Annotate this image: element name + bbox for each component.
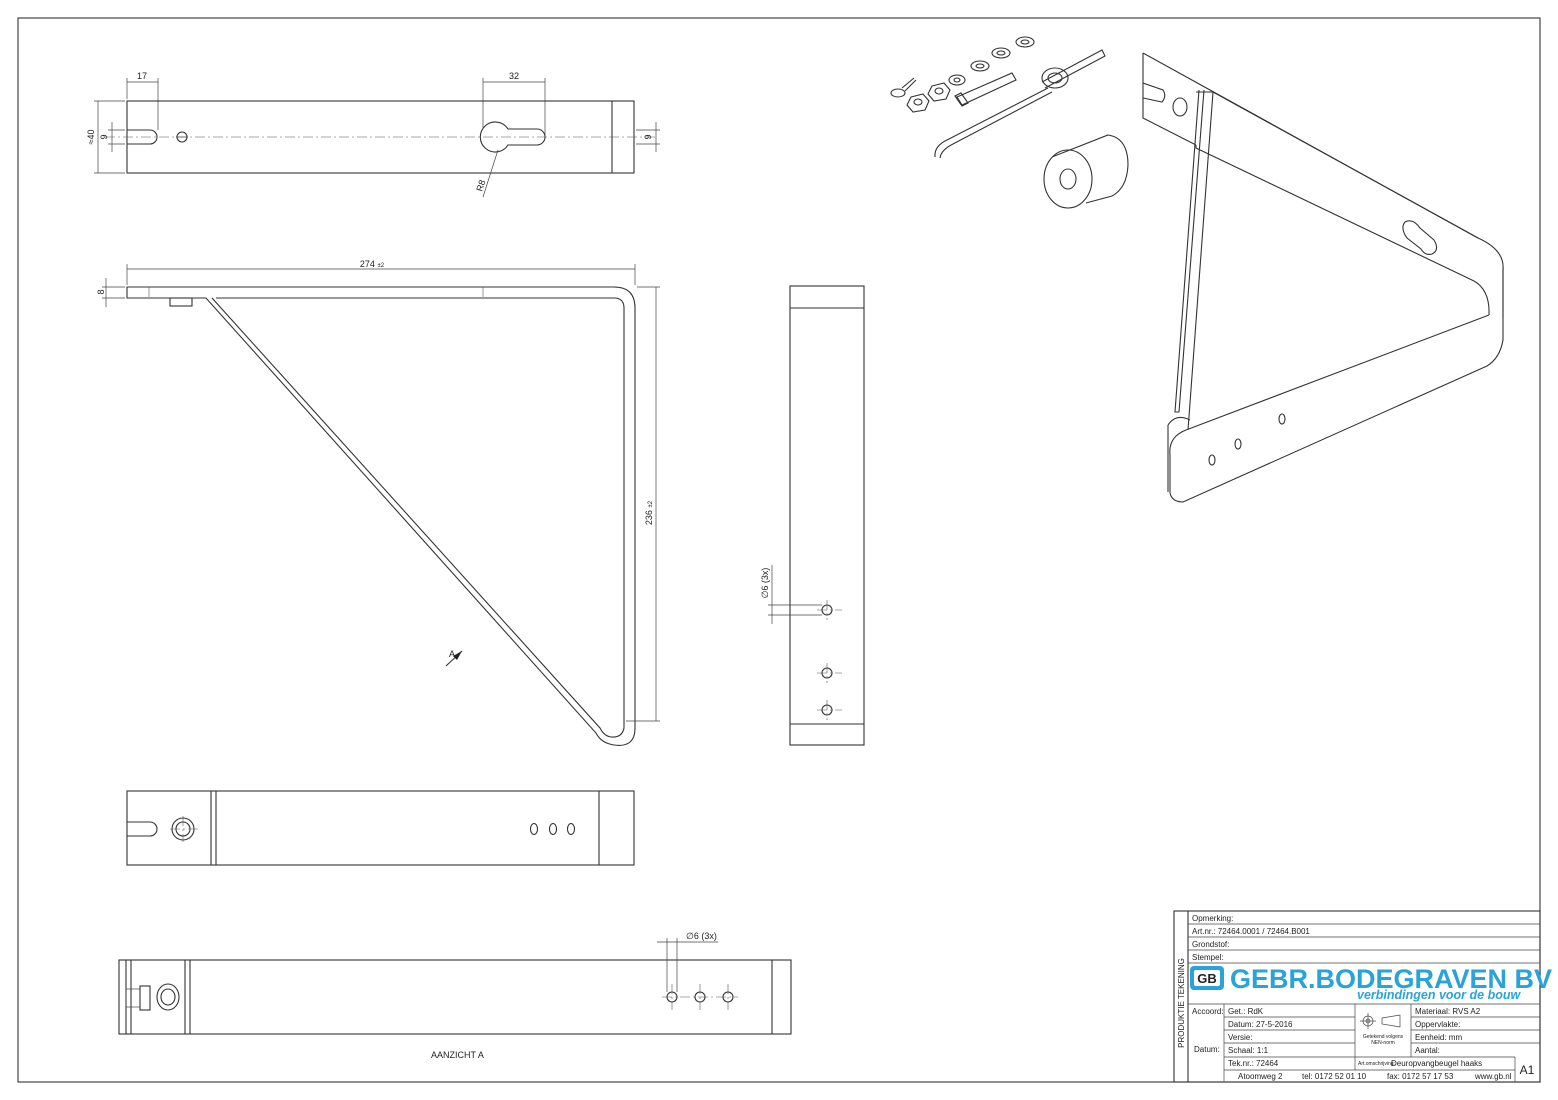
tb-aantal: Aantal:	[1415, 1046, 1440, 1055]
projection-symbol	[1360, 1013, 1401, 1029]
aanzicht-a-outline	[118, 959, 792, 1035]
tb-norm-1: Getekend volgens	[1363, 1034, 1404, 1040]
iso-nut	[1172, 97, 1188, 117]
bottom-hole-2	[548, 822, 558, 836]
side-view: 274 ±2 8 236 ±2 A	[96, 259, 660, 746]
tb-materiaal: Materiaal: RVS A2	[1415, 1007, 1481, 1016]
iso-hole-1	[1208, 454, 1216, 466]
company-tagline: verbindingen voor de bouw	[1357, 988, 1521, 1002]
dim-9-right: 9	[643, 134, 653, 139]
company-logo: GB GEBR.BODEGRAVEN BV verbindingen voor …	[1190, 964, 1552, 1002]
view-arrow-label: A	[449, 649, 455, 659]
tb-tel: tel: 0172 52 01 10	[1302, 1072, 1367, 1081]
aanzicht-nut-outer	[156, 983, 180, 1011]
tb-format: A1	[1520, 1063, 1535, 1077]
tb-norm-2: NEN-norm	[1371, 1040, 1395, 1046]
bottom-view-outline	[126, 790, 635, 866]
tb-datum: Datum: 27-5-2016	[1228, 1020, 1293, 1029]
tb-accoord: Accoord:	[1192, 1007, 1224, 1016]
tb-omschrijving-label: Art.omschrijving:	[1358, 1061, 1395, 1067]
tb-fax: fax: 0172 57 17 53	[1387, 1072, 1454, 1081]
bracket-weld-nut	[169, 297, 193, 307]
iso-hole-3	[1278, 413, 1286, 425]
tb-grondstof: Grondstof:	[1192, 940, 1229, 949]
exploded-hardware	[890, 36, 1129, 209]
tb-opmerking: Opmerking:	[1192, 914, 1233, 923]
dim-40: ≈40	[86, 130, 96, 145]
dim-17: 17	[137, 71, 147, 81]
aanzicht-a-caption: AANZICHT A	[431, 1050, 484, 1060]
tb-omschrijving: Deuropvangbeugel haaks	[1391, 1059, 1482, 1068]
bracket-profile-inner	[211, 297, 625, 738]
tb-get: Get.: RdK	[1228, 1007, 1264, 1016]
aanzicht-a-view: ∅6 (3x) AANZICHT A	[118, 931, 792, 1060]
dim-236: 236 ±2	[644, 500, 654, 525]
iso-hole-2	[1234, 438, 1242, 450]
front-view-outline	[789, 285, 865, 746]
tb-address: Atoomweg 2	[1238, 1072, 1283, 1081]
tb-web: www.gb.nl	[1474, 1072, 1512, 1081]
dim-holes-aanzicht: ∅6 (3x)	[686, 931, 717, 941]
tb-tek-nr: Tek.nr.: 72464	[1228, 1059, 1279, 1068]
tb-datum-label: Datum:	[1194, 1045, 1220, 1054]
bottom-view	[126, 790, 635, 866]
company-name: GEBR.BODEGRAVEN BV	[1230, 964, 1552, 994]
tb-vertical-label: PRODUKTIE TEKENING	[1177, 958, 1186, 1048]
dim-274: 274 ±2	[360, 259, 385, 269]
front-view: ∅6 (3x)	[760, 285, 865, 746]
top-view-slot	[127, 129, 158, 145]
dim-9-left: 9	[99, 134, 109, 139]
tb-versie: Versie:	[1228, 1033, 1252, 1042]
dim-32: 32	[509, 71, 519, 81]
dim-r8: R8	[474, 179, 487, 193]
title-block: PRODUKTIE TEKENING Opmerking: Art.nr.: 7…	[1173, 910, 1552, 1083]
tb-oppervlakte: Oppervlakte:	[1415, 1020, 1460, 1029]
logo-badge-text: GB	[1197, 971, 1217, 986]
spacer-sleeve	[1043, 134, 1129, 209]
dim-holes-front: ∅6 (3x)	[760, 568, 770, 599]
dim-8: 8	[96, 289, 106, 294]
isometric-bracket	[1142, 52, 1504, 503]
bracket-profile-outer	[126, 286, 636, 746]
aanzicht-nut-inner	[160, 988, 176, 1006]
tb-art-nr: Art.nr.: 72464.0001 / 72464.B001	[1192, 927, 1310, 936]
sheet-border	[17, 17, 1541, 1083]
tb-eenheid: Eenheid: mm	[1415, 1033, 1462, 1042]
bottom-hole-3	[566, 822, 576, 836]
tb-schaal: Schaal: 1:1	[1228, 1046, 1269, 1055]
tb-stempel: Stempel:	[1192, 953, 1224, 962]
top-view: 17 32 ≈40 9 9 R8	[86, 71, 660, 198]
bottom-hole-1	[529, 822, 539, 836]
